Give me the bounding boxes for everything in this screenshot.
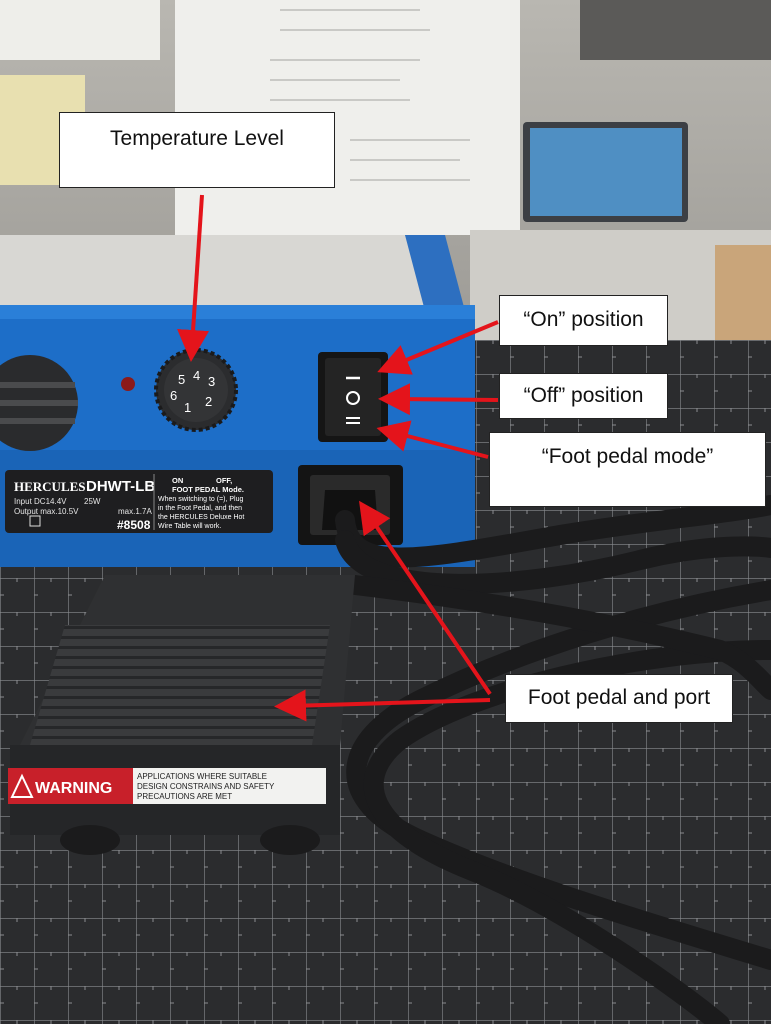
arrow-off-position — [378, 383, 499, 416]
brand-name: HERCULES — [14, 479, 86, 494]
callout-temperature-level: Temperature Level — [59, 112, 335, 188]
callout-temperature-text: Temperature Level — [110, 127, 284, 150]
warning-text-3: PRECAUTIONS ARE MET — [137, 792, 232, 801]
paper-sheet — [0, 0, 160, 60]
arrow-temperature — [177, 194, 210, 362]
document-text-lines — [270, 9, 470, 181]
part-number: #8508 — [117, 518, 151, 532]
callout-foot-pedal-mode: “Foot pedal mode” — [489, 432, 766, 507]
annotation-arrows — [177, 194, 499, 722]
indicator-light-icon — [121, 377, 135, 391]
box-symbol-icon — [29, 515, 41, 527]
dial-number-2: 2 — [205, 394, 212, 409]
label-on: ON — [172, 476, 183, 485]
arrow-pedal — [274, 689, 491, 722]
label-instructions-1: When switching to (=), Plug — [158, 496, 244, 503]
power-rocker-switch[interactable] — [318, 352, 388, 442]
warning-triangle-icon — [10, 773, 34, 798]
power-cable — [335, 495, 771, 1024]
model-name: DHWT-LB — [86, 478, 155, 495]
warning-text-2: DESIGN CONSTRAINS AND SAFETY — [137, 782, 275, 791]
dial-number-5: 5 — [178, 372, 185, 387]
label-instructions-3: the HERCULES Deluxe Hot — [158, 514, 244, 521]
callout-port-text: Foot pedal and port — [527, 686, 711, 709]
dial-number-6: 6 — [170, 388, 177, 403]
dial-number-4: 4 — [193, 368, 200, 383]
device-top-edge — [0, 305, 475, 319]
shelf — [580, 0, 771, 60]
dial-number-3: 3 — [208, 374, 215, 389]
input-spec: Input DC14.4V — [14, 497, 67, 506]
arrow-port — [359, 500, 492, 696]
power-spec: 25W — [84, 497, 101, 506]
warning-label: WARNING — [35, 780, 112, 797]
callout-foot-pedal-port: Foot pedal and port — [505, 674, 733, 723]
dial-number-1: 1 — [184, 400, 191, 415]
callout-on-position: “On” position — [499, 295, 668, 346]
table-surface — [0, 235, 430, 305]
warning-text-1: APPLICATIONS WHERE SUITABLE — [137, 772, 267, 781]
foot-pedal[interactable]: WARNING APPLICATIONS WHERE SUITABLE DESI… — [8, 575, 355, 855]
label-instructions-2: in the Foot Pedal, and then — [158, 505, 242, 512]
temperature-dial[interactable]: 5 4 3 6 2 1 — [154, 348, 238, 432]
label-off: OFF, — [216, 476, 232, 485]
arrow-foot-pedal-mode — [376, 420, 489, 459]
callout-off-text: “Off” position — [523, 384, 644, 407]
monitor-screen — [530, 128, 682, 216]
callout-off-position: “Off” position — [499, 373, 668, 419]
callout-on-text: “On” position — [523, 308, 644, 331]
label-instructions-4: Wire Table will work. — [158, 523, 221, 530]
current-spec: max.1.7A — [118, 507, 152, 516]
callout-foot-mode-text: “Foot pedal mode” — [541, 445, 714, 468]
output-spec: Output max.10.5V — [14, 507, 79, 516]
arrow-on-position — [377, 320, 499, 375]
label-mode: FOOT PEDAL Mode. — [172, 485, 244, 494]
device-label: HERCULES DHWT-LB Input DC14.4V 25W Outpu… — [5, 470, 273, 533]
